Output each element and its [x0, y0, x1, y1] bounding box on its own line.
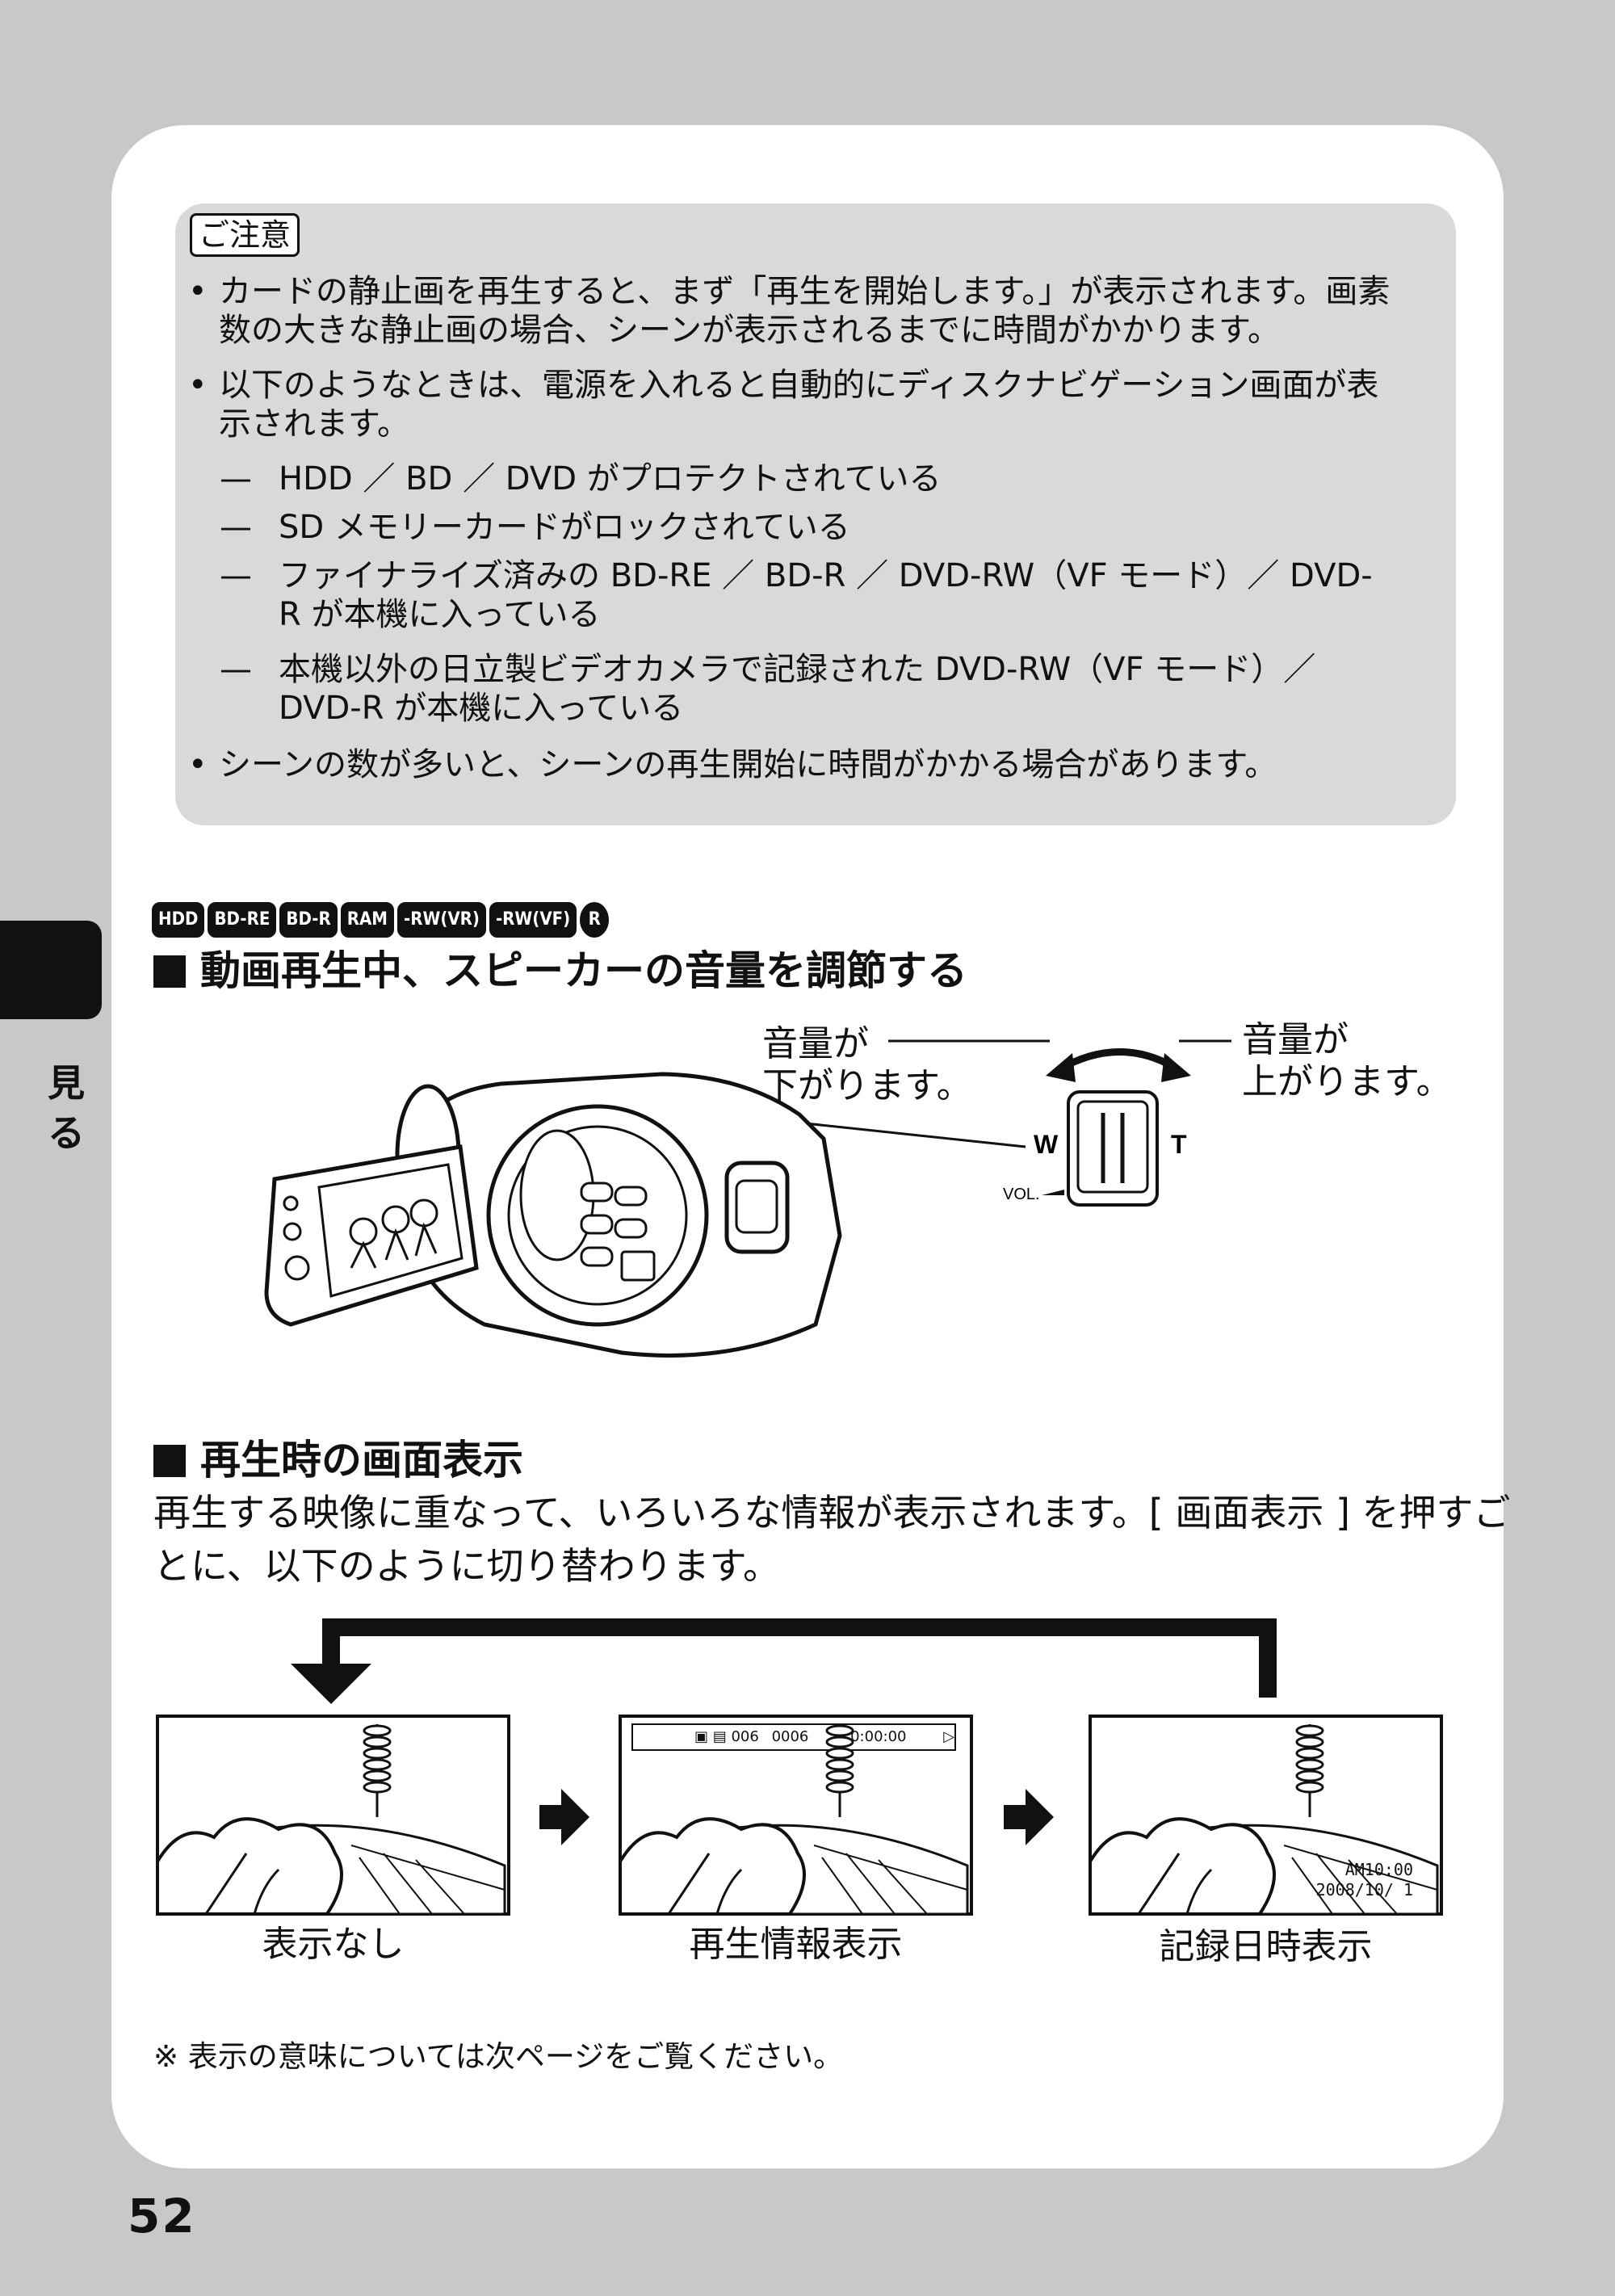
volume-up-label: 音量が 上がります。	[1242, 1019, 1452, 1102]
caution-item-line: シーンの数が多いと、シーンの再生開始に時間がかかる場合があります。	[219, 746, 1277, 783]
pagoda-scene	[1089, 1724, 1439, 1916]
badge-r: R	[580, 902, 610, 938]
caution-box: ご注意 • カードの静止画を再生すると、まず「再生を開始します。」が表示されます。…	[175, 204, 1456, 825]
pagoda-scene	[619, 1724, 969, 1916]
section2-heading: 再生時の画面表示	[153, 1436, 523, 1484]
lever-w-label: W	[1034, 1130, 1059, 1159]
media-badges: HDD BD-RE BD-R RAM -RW(VR) -RW(VF) R	[152, 902, 610, 938]
caption-no-display: 表示なし	[262, 1924, 405, 1965]
lever-t-label: T	[1171, 1130, 1187, 1159]
dash-marker: —	[220, 460, 252, 497]
pagoda-scene	[156, 1724, 506, 1916]
dash-marker: —	[220, 509, 252, 546]
caution-item-line: ファイナライズ済みの BD-RE ／ BD-R ／ DVD-RW（VF モード）…	[279, 557, 1373, 594]
section2-body-line2: とに、以下のように切り替わります。	[153, 1544, 781, 1588]
caution-item-line: HDD ／ BD ／ DVD がプロテクトされている	[279, 460, 942, 497]
play-triangle-icon: ▷	[943, 1728, 955, 1745]
next-arrow-icon	[539, 1789, 589, 1845]
caption-datetime: 記録日時表示	[1159, 1926, 1373, 1967]
badge-rw-vr: -RW(VR)	[397, 902, 486, 938]
section2-body-line1: 再生する映像に重なって、いろいろな情報が表示されます。[ 画面表示 ] を押すご	[153, 1491, 1511, 1534]
volume-down-label: 音量が 下がります。	[762, 1023, 972, 1106]
bullet-dot-icon: •	[188, 273, 208, 310]
caption-playback-info: 再生情報表示	[689, 1924, 903, 1965]
caution-item-line: カードの静止画を再生すると、まず「再生を開始します。」が表示されます。画素	[219, 273, 1391, 310]
osd-play-icon: ▣ ▤	[694, 1728, 732, 1745]
chapter-label: 見る	[48, 1061, 85, 1155]
badge-bd-re: BD-RE	[208, 902, 277, 938]
caution-item-line: R が本機に入っている	[279, 596, 601, 633]
caution-item-line: 示されます。	[219, 405, 409, 443]
caution-item-line: 本機以外の日立製ビデオカメラで記録された DVD-RW（VF モード）／	[279, 651, 1316, 688]
caution-item-line: DVD-R が本機に入っている	[279, 690, 684, 727]
volume-arc-arrow-icon	[1055, 1048, 1181, 1073]
cycle-return-arrow-icon	[322, 1618, 1277, 1698]
osd-readout: ▣ ▤ 006 0006 0:00:00 ▷	[694, 1728, 955, 1745]
display-cycle-diagram	[156, 1618, 1443, 1916]
lever-vol-label: VOL.	[1003, 1186, 1040, 1203]
camcorder-illustration: W T VOL.	[264, 1039, 1231, 1358]
caution-item-line: 以下のようなときは、電源を入れると自動的にディスクナビゲーション画面が表	[219, 367, 1379, 404]
badge-ram: RAM	[340, 902, 395, 938]
badge-bd-r: BD-R	[279, 902, 338, 938]
badge-rw-vf: -RW(VF)	[489, 902, 577, 938]
bullet-dot-icon: •	[188, 746, 208, 783]
footnote: ※ 表示の意味については次ページをご覧ください。	[153, 2039, 844, 2074]
chapter-tab	[0, 921, 102, 1019]
heading-square-icon	[153, 955, 186, 988]
section1-heading: 動画再生中、スピーカーの音量を調節する	[153, 947, 967, 995]
caution-item-line: 数の大きな静止画の場合、シーンが表示されるまでに時間がかかります。	[219, 312, 1280, 349]
dash-marker: —	[220, 557, 252, 594]
caution-item-line: SD メモリーカードがロックされている	[279, 509, 850, 546]
badge-hdd: HDD	[152, 902, 205, 938]
bullet-dot-icon: •	[188, 367, 208, 404]
datetime-readout: AM10:00 2008/10/ 1	[1315, 1860, 1413, 1899]
page-number: 52	[128, 2189, 196, 2244]
caution-label: ご注意	[190, 213, 300, 257]
dash-marker: —	[220, 651, 252, 688]
heading-square-icon	[153, 1445, 186, 1477]
next-arrow-icon	[1004, 1789, 1054, 1845]
